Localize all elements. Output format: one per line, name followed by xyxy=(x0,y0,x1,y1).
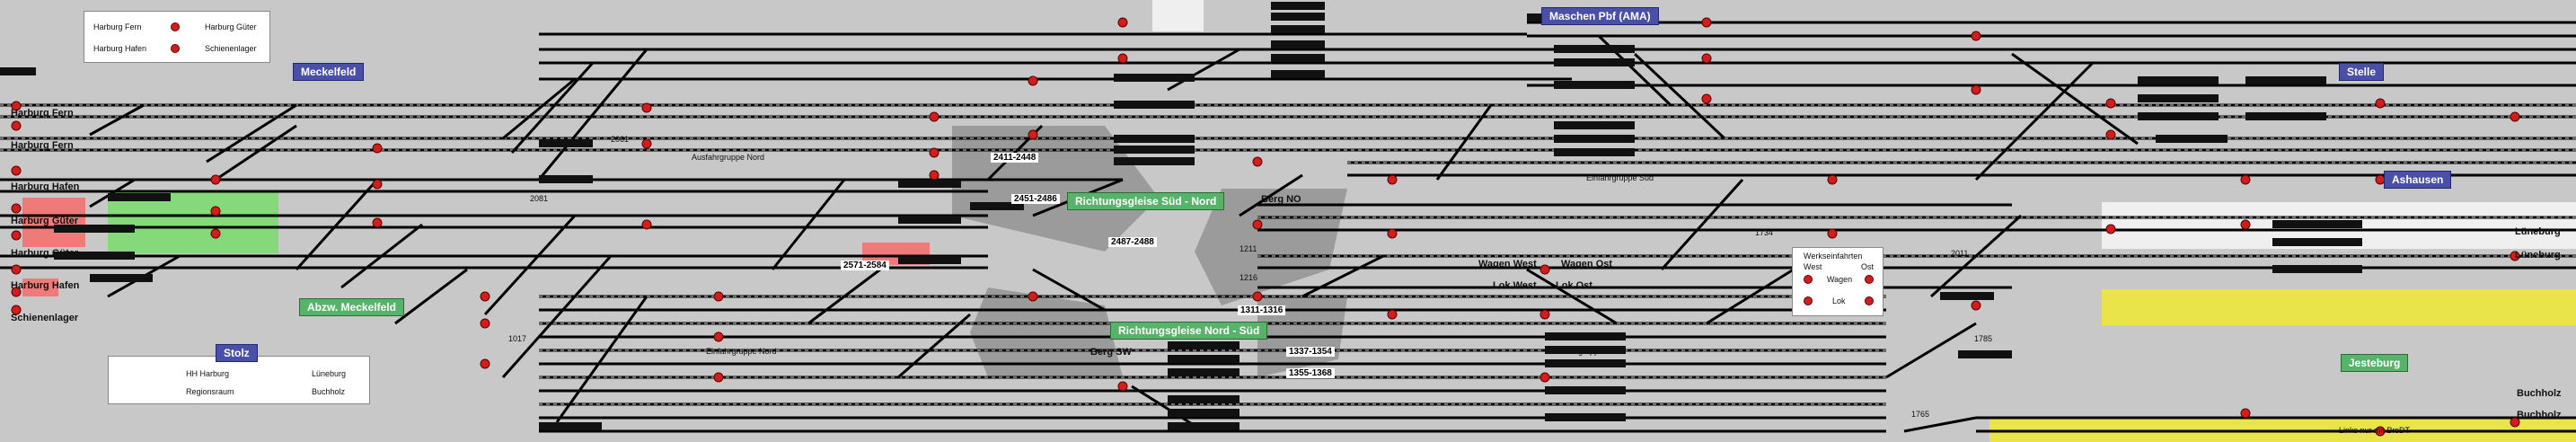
legend-hh-harburg: HH Harburg xyxy=(186,369,230,378)
label-maschen-pbf: Maschen Pbf (AMA) xyxy=(1541,7,1659,25)
legend-buchholz: Buchholz xyxy=(312,387,346,396)
label-ausfahrgruppe-sued: Ausfahrgruppe Süd xyxy=(1550,347,1620,356)
footer-note: Links nur mit BrsDT xyxy=(2339,426,2411,435)
legend-harburg-hafen: Harburg Hafen xyxy=(93,44,147,53)
range-2451-2486: 2451-2486 xyxy=(1011,194,1060,204)
signal-icon xyxy=(1865,275,1874,284)
track-number: 1785 xyxy=(1974,334,1993,343)
station-lueneburg-2: Lüneburg xyxy=(2515,250,2561,261)
werk-wagen: Wagen xyxy=(1827,275,1853,284)
signal-icon xyxy=(171,44,180,53)
label-ashausen: Ashausen xyxy=(2384,171,2452,189)
track-number: 2081 xyxy=(530,194,549,203)
label-stelle: Stelle xyxy=(2339,63,2385,81)
station-harburg-hafen-1: Harburg Hafen xyxy=(11,181,80,192)
station-buchholz-1: Buchholz xyxy=(2517,388,2562,399)
werk-west: West xyxy=(1804,262,1822,271)
range-2571-2584: 2571-2584 xyxy=(841,261,889,270)
range-2487-2488: 2487-2488 xyxy=(1108,237,1157,247)
track-number: 2021 xyxy=(1974,292,1993,301)
legend-title-stelle: Stolz xyxy=(216,344,258,362)
station-lueneburg-1: Lüneburg xyxy=(2515,226,2561,237)
track-number: 1765 xyxy=(1911,410,1930,419)
label-lok-west: Lok West xyxy=(1493,280,1537,291)
werk-lok: Lok xyxy=(1832,296,1846,305)
signal-icon xyxy=(1804,275,1813,284)
station-harburg-fern-1: Harburg Fern xyxy=(11,108,74,119)
track-number: 1017 xyxy=(508,334,527,343)
label-lok-ost: Lok Ost xyxy=(1556,280,1592,291)
werk-legend: Werkseinfahrten West Ost Wagen Lok xyxy=(1792,247,1883,316)
track-number: 1216 xyxy=(1239,273,1258,282)
legend-lueneburg: Lüneburg xyxy=(312,369,347,378)
station-schienenlager: Schienenlager xyxy=(11,313,79,323)
track-number: 1734 xyxy=(1755,228,1774,237)
track-number: 1211 xyxy=(1239,244,1257,253)
legend-regionsraum: Regionsraum xyxy=(186,387,234,396)
station-buchholz-2: Buchholz xyxy=(2517,410,2562,420)
range-1355-1368: 1355-1368 xyxy=(1286,368,1335,378)
range-2411-2448: 2411-2448 xyxy=(991,153,1039,163)
label-einfahrgruppe-sued: Einfahrgruppe Süd xyxy=(1586,173,1654,182)
label-berg-sw: Berg SW xyxy=(1090,347,1132,358)
label-richtungsgleise-nord-sued: Richtungsgleise Nord - Süd xyxy=(1110,322,1268,340)
legend-harburg-fern: Harburg Fern xyxy=(93,22,142,31)
bottom-legend: HH Harburg Lüneburg Regionsraum Buchholz xyxy=(108,356,370,404)
signal-icon xyxy=(1865,296,1874,305)
werk-title: Werkseinfahrten xyxy=(1804,252,1863,261)
label-abzw-meckelfeld: Abzw. Meckelfeld xyxy=(299,298,404,316)
werk-ost: Ost xyxy=(1861,262,1875,271)
signal-icon xyxy=(171,22,180,31)
top-legend: Harburg Fern Harburg Güter Harburg Hafen… xyxy=(84,11,270,63)
station-harburg-gueter-1: Harburg Güter xyxy=(11,216,79,226)
label-ausfahrgruppe-nord: Ausfahrgruppe Nord xyxy=(692,153,765,162)
station-harburg-fern-2: Harburg Fern xyxy=(11,140,74,151)
label-richtungsgleise-sued-nord: Richtungsgleise Süd - Nord xyxy=(1067,192,1225,210)
label-wagen-west: Wagen West xyxy=(1478,259,1537,270)
label-einfahrgruppe-nord: Einfahrgruppe Nord xyxy=(706,347,777,356)
legend-schienenlager: Schienenlager xyxy=(205,44,257,53)
label-wagen-ost: Wagen Ost xyxy=(1561,259,1613,270)
label-jesteburg: Jesteburg xyxy=(2341,354,2409,372)
station-harburg-gueter-2: Harburg Güter xyxy=(11,248,79,259)
track-number: 2061 xyxy=(611,135,630,144)
track-number: 2011 xyxy=(1951,249,1969,258)
station-harburg-hafen-2: Harburg Hafen xyxy=(11,280,80,291)
range-1311-1316: 1311-1316 xyxy=(1238,305,1286,315)
legend-harburg-gueter: Harburg Güter xyxy=(205,22,257,31)
label-berg-no: Berg NO xyxy=(1261,194,1301,205)
label-meckelfeld: Meckelfeld xyxy=(293,63,365,81)
signal-icon xyxy=(1804,296,1813,305)
range-1337-1354: 1337-1354 xyxy=(1286,347,1335,357)
